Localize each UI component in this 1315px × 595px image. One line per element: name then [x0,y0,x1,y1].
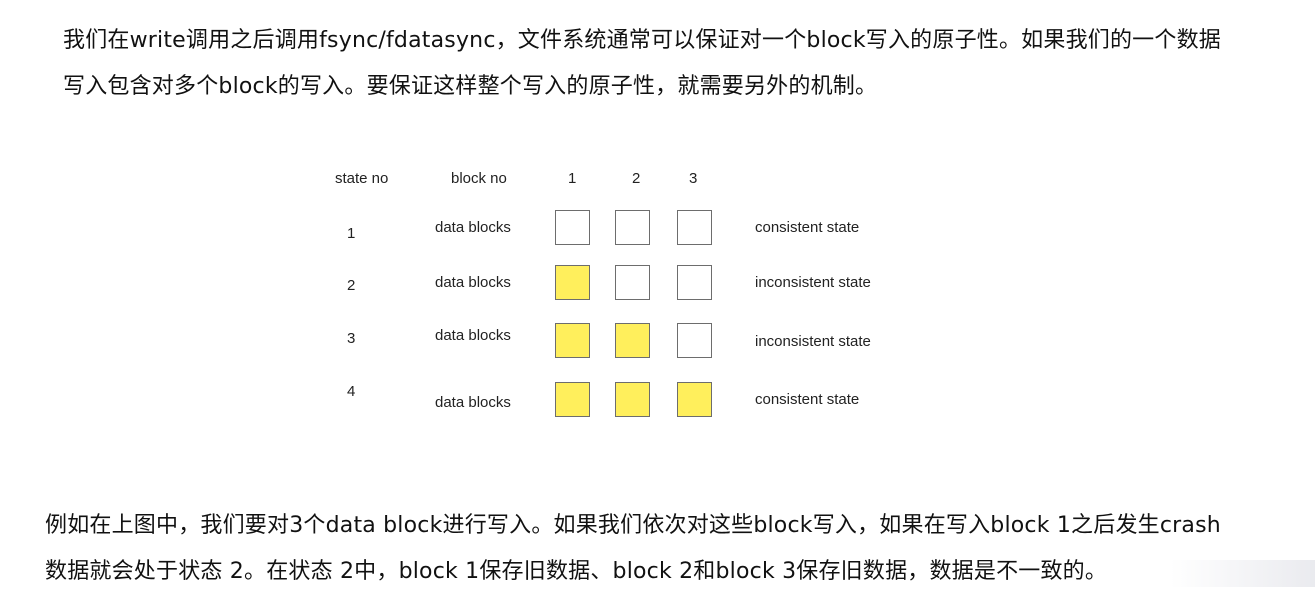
state-number: 2 [347,277,356,294]
intro-line-2: 写入包含对多个block的写入。要保证这样整个写入的原子性，就需要另外的机制。 [63,74,878,99]
block-box [615,382,650,417]
block-box [555,382,590,417]
intro-line-1: 我们在write调用之后调用fsync/fdatasync，文件系统通常可以保证… [63,28,1221,53]
header-block-3: 3 [689,170,698,187]
row-label: data blocks [435,394,511,411]
state-status: consistent state [755,391,860,408]
state-status: inconsistent state [755,274,871,291]
state-status: consistent state [755,219,860,236]
block-box [555,210,590,245]
state-number: 4 [347,383,356,400]
header-block-no: block no [451,170,507,187]
row-label: data blocks [435,327,511,344]
block-box [615,265,650,300]
block-box [615,210,650,245]
explanation-line-2: 数据就会处于状态 2。在状态 2中，block 1保存旧数据、block 2和b… [45,559,1108,584]
row-label: data blocks [435,274,511,291]
state-status: inconsistent state [755,333,871,350]
explanation-line-1: 例如在上图中，我们要对3个data block进行写入。如果我们依次对这些blo… [45,513,1221,538]
row-label: data blocks [435,219,511,236]
state-number: 1 [347,225,356,242]
block-box [677,323,712,358]
block-box [677,382,712,417]
block-box [677,210,712,245]
block-box [555,323,590,358]
header-block-1: 1 [568,170,577,187]
explanation-paragraph: 例如在上图中，我们要对3个data block进行写入。如果我们依次对这些blo… [45,503,1221,595]
corner-fade [1170,560,1315,587]
header-block-2: 2 [632,170,641,187]
header-state-no: state no [335,170,389,187]
intro-paragraph: 我们在write调用之后调用fsync/fdatasync，文件系统通常可以保证… [63,18,1221,110]
state-number: 3 [347,330,356,347]
block-box [555,265,590,300]
block-box [615,323,650,358]
block-box [677,265,712,300]
